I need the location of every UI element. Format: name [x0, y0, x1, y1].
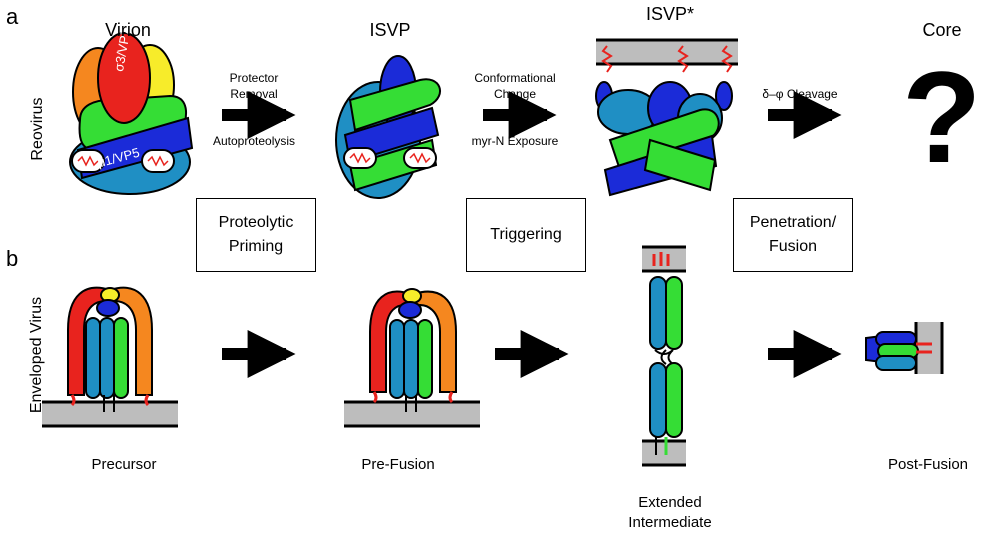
- isvp-title: ISVP: [369, 20, 411, 40]
- isvp-structure: [335, 55, 442, 199]
- arrow1-label-bottom: Autoproteolysis: [212, 134, 296, 148]
- arrow1-label-top1: Protector: [229, 71, 279, 85]
- arrow2-label-top2: Change: [493, 87, 537, 101]
- triggering-line: Triggering: [490, 226, 562, 243]
- penetration-line-2: Fusion: [768, 238, 818, 255]
- postfusion-structure: [865, 331, 932, 371]
- panel-b-label: b: [6, 246, 19, 271]
- precursor-label: Precursor: [91, 456, 157, 473]
- precursor-structure: [67, 286, 153, 412]
- virion-structure: [69, 32, 194, 195]
- penetration-line-1: Penetration/: [749, 214, 837, 231]
- core-title: Core: [922, 20, 962, 40]
- extended-intermediate-membranes: [642, 245, 686, 467]
- priming-line-2: Priming: [228, 238, 284, 255]
- postfusion-membrane: [914, 322, 944, 374]
- virion-title: Virion: [105, 20, 151, 40]
- precursor-membrane: [42, 400, 178, 428]
- extended-label-1: Extended: [638, 494, 702, 511]
- postfusion-label: Post-Fusion: [887, 456, 969, 473]
- isvp-star-structure: [595, 81, 733, 197]
- proteolytic-priming-box: Proteolytic Priming: [196, 198, 316, 272]
- arrow2-label-bottom: myr-N Exposure: [471, 134, 559, 148]
- prefusion-membrane: [344, 400, 480, 428]
- prefusion-label: Pre-Fusion: [361, 456, 435, 473]
- row-label-enveloped: Enveloped Virus: [28, 296, 45, 414]
- arrow1-label-top2: Removal: [230, 87, 278, 101]
- extended-label-2: Intermediate: [628, 514, 712, 531]
- arrow2-label-top1: Conformational: [474, 71, 556, 85]
- arrow3-label-top: δ–φ Cleavage: [762, 87, 838, 101]
- isvp-star-title: ISVP*: [645, 4, 695, 24]
- row-label-reovirus: Reovirus: [29, 97, 46, 161]
- priming-line-1: Proteolytic: [218, 214, 294, 231]
- panel-a-label: a: [6, 4, 19, 29]
- penetration-fusion-box: Penetration/ Fusion: [733, 198, 853, 272]
- extended-intermediate-structure: [649, 252, 683, 455]
- isvp-star-membrane: [596, 38, 738, 73]
- prefusion-structure: [369, 288, 457, 412]
- triggering-box: Triggering: [466, 198, 586, 272]
- core-question-mark: ?: [902, 44, 982, 190]
